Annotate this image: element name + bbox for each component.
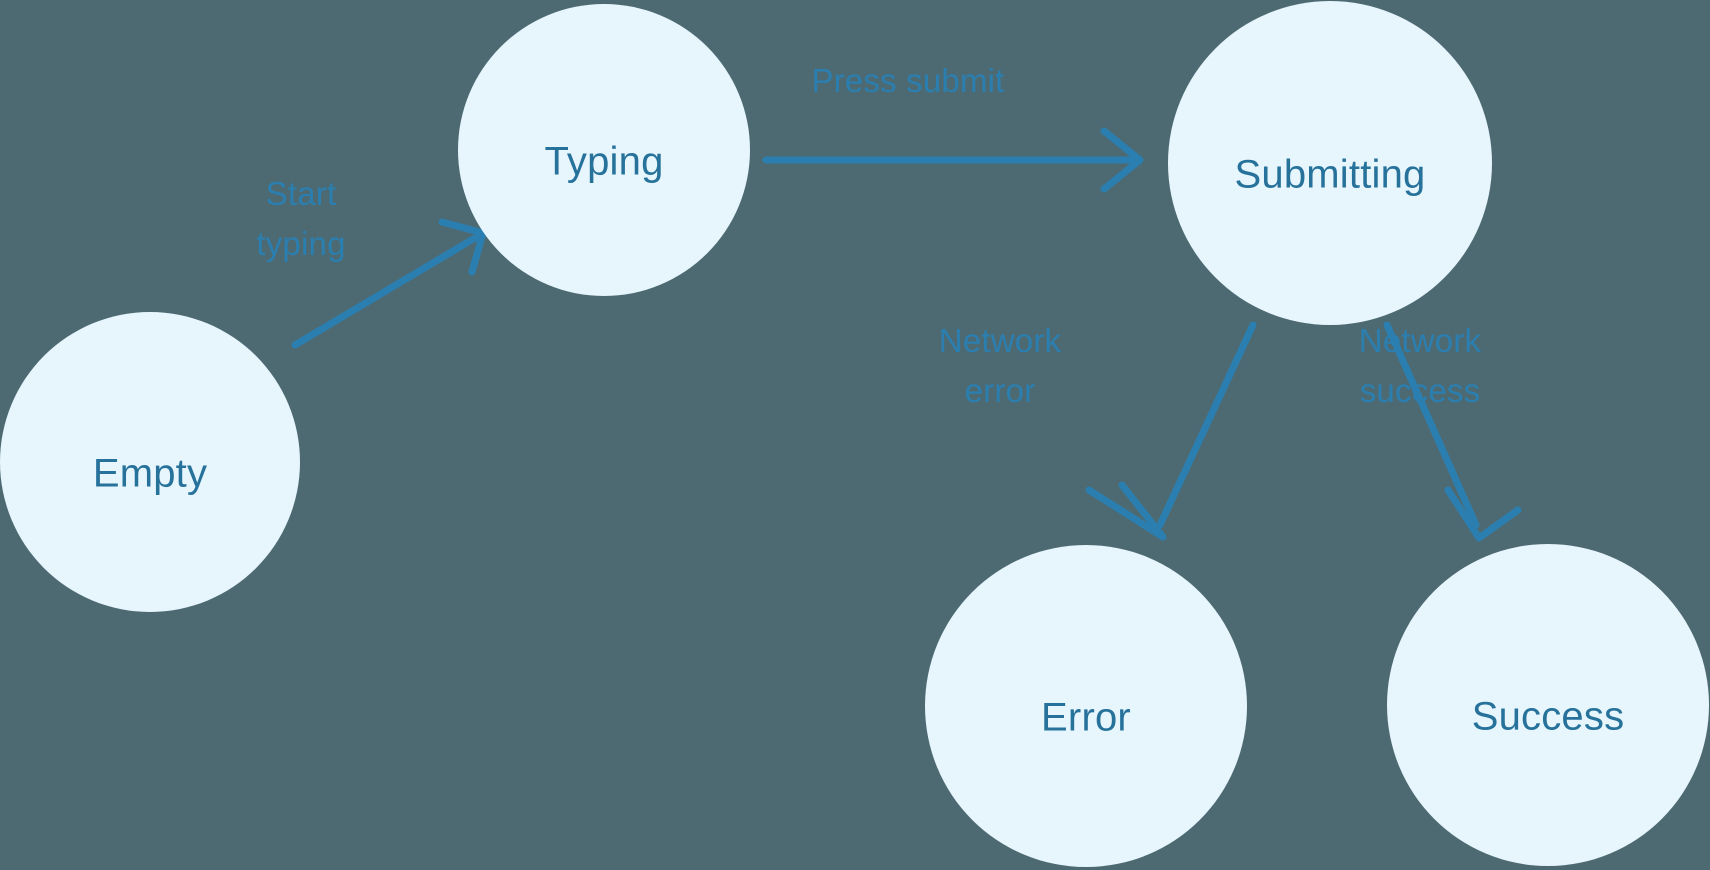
edge-line bbox=[1383, 321, 1480, 529]
state-node-circle[interactable] bbox=[1168, 1, 1492, 325]
state-node-error[interactable]: Error bbox=[925, 545, 1247, 867]
edge-typing-to-submitting bbox=[762, 127, 1144, 193]
state-node-submitting[interactable]: Submitting bbox=[1168, 1, 1492, 325]
edge-label-typing-to-submitting: Press submit bbox=[811, 62, 1004, 99]
arrowhead-icon bbox=[1085, 481, 1167, 541]
state-node-circle[interactable] bbox=[458, 4, 750, 296]
edge-submitting-to-error bbox=[1085, 321, 1257, 541]
edge-line bbox=[1156, 321, 1257, 529]
state-node-circle[interactable] bbox=[0, 312, 300, 612]
state-node-circle[interactable] bbox=[925, 545, 1247, 867]
state-node-circle[interactable] bbox=[1387, 544, 1709, 866]
state-node-label: Submitting bbox=[1235, 153, 1426, 197]
arrowhead-icon bbox=[1100, 127, 1144, 193]
edge-empty-to-typing bbox=[291, 218, 487, 349]
state-node-success[interactable]: Success bbox=[1387, 544, 1709, 866]
state-node-label: Typing bbox=[544, 140, 663, 184]
edge-submitting-to-success bbox=[1383, 321, 1522, 542]
state-node-typing[interactable]: Typing bbox=[458, 4, 750, 296]
arrowhead-icon bbox=[438, 218, 487, 276]
state-node-label: Success bbox=[1472, 695, 1625, 739]
edges-layer bbox=[291, 127, 1522, 542]
state-node-label: Error bbox=[1041, 696, 1131, 740]
state-node-label: Empty bbox=[93, 452, 207, 496]
state-node-empty[interactable]: Empty bbox=[0, 312, 300, 612]
edge-line bbox=[291, 231, 484, 349]
arrowhead-icon bbox=[1444, 486, 1522, 542]
